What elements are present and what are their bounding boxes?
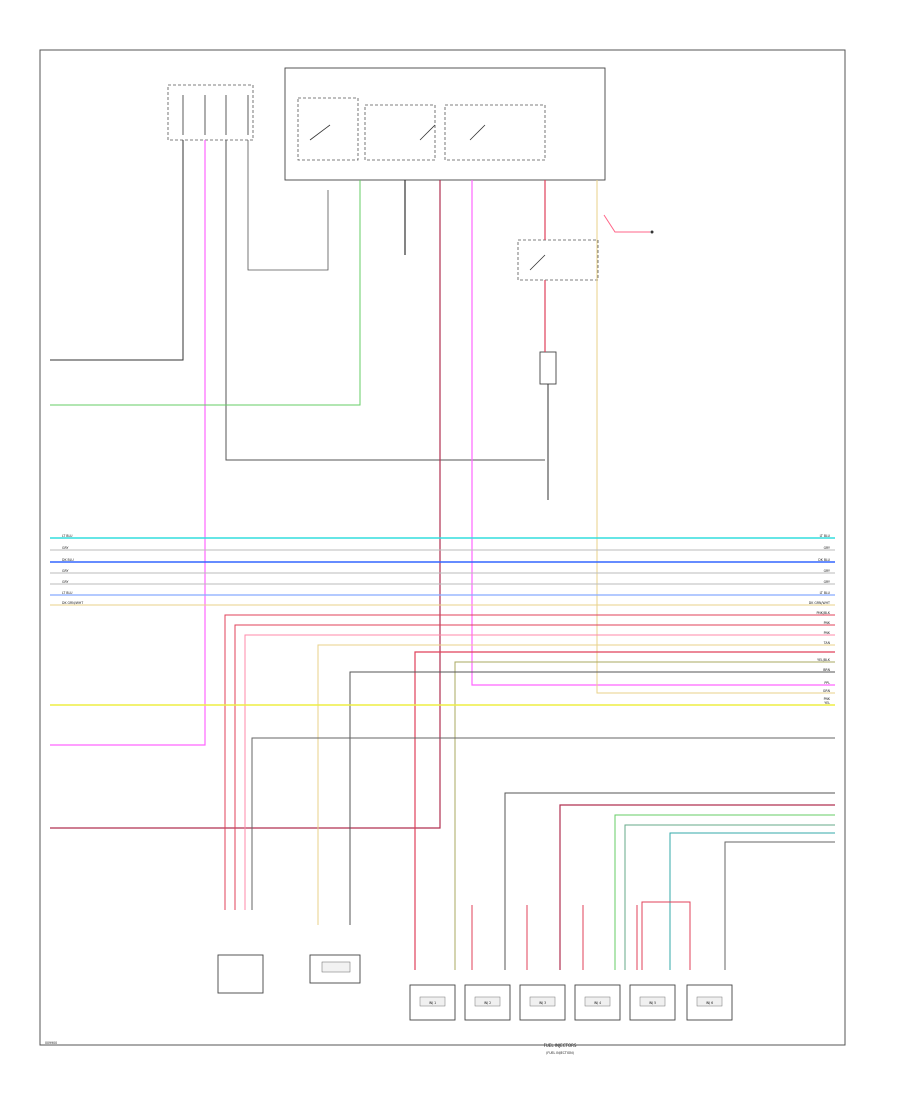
fuel-injector: INJ 1 bbox=[409, 984, 456, 1021]
fuel-injector: INJ 3 bbox=[519, 984, 566, 1021]
wire-pink-signal bbox=[603, 214, 650, 233]
wire-inj-feed-5 bbox=[669, 832, 835, 970]
wire-tan-c bbox=[317, 644, 835, 925]
injector-label: INJ 5 bbox=[649, 1001, 656, 1005]
bus-label-right: YEL/BLK bbox=[817, 658, 831, 662]
bus-label-left: GRY bbox=[62, 546, 68, 550]
bus-label-right: PNK bbox=[824, 631, 831, 635]
wire-tan-1 bbox=[596, 180, 835, 694]
wire-inj-feed-6 bbox=[724, 841, 835, 970]
bus-labels-right: LT BLU GRY DK BLU GRY GRY LT BLU DK GRN/WHT PNK… bbox=[809, 534, 831, 705]
relay-center-box bbox=[284, 67, 606, 181]
bus-label-right: LT BLU bbox=[820, 534, 831, 538]
wire-pink-1 bbox=[50, 140, 206, 746]
bus-label-right: GRY bbox=[824, 580, 830, 584]
fuel-injector-row: INJ 1 INJ 2 INJ 3 INJ 4 INJ 5 INJ 6 bbox=[409, 984, 733, 1021]
diagram-frame bbox=[39, 49, 846, 1046]
bus-label-right: BRN bbox=[823, 668, 830, 672]
wire-gray-1 bbox=[225, 140, 545, 461]
wire-red-b bbox=[234, 624, 835, 910]
injector-label: INJ 6 bbox=[706, 1001, 713, 1005]
injector-tie-wires bbox=[471, 901, 691, 970]
wire-yelblk bbox=[454, 661, 835, 970]
bus-label-right: GRY bbox=[824, 569, 830, 573]
wire-red-inj1 bbox=[414, 651, 835, 970]
injector-label: INJ 3 bbox=[539, 1001, 546, 1005]
bus-label-right: PNK bbox=[824, 697, 831, 701]
inertia-switch bbox=[539, 351, 557, 385]
wire-inj-feed-1 bbox=[504, 792, 835, 970]
diagram-id: 009900 bbox=[45, 1041, 57, 1045]
wire-gray-lower bbox=[251, 737, 835, 910]
wire-bus bbox=[50, 537, 835, 606]
injector-label: INJ 1 bbox=[429, 1001, 436, 1005]
wire-green-1 bbox=[50, 180, 361, 406]
fuel-injector: INJ 4 bbox=[574, 984, 621, 1021]
bus-label-right: YEL bbox=[824, 701, 830, 705]
top-left-component bbox=[167, 84, 254, 141]
footer-subtitle: (FUEL INJECTION) bbox=[546, 1051, 574, 1055]
wire-dkred-1 bbox=[50, 180, 441, 829]
injector-label: INJ 2 bbox=[484, 1001, 491, 1005]
bus-label-right: LT BLU bbox=[820, 591, 831, 595]
bus-label-right: DK GRN/WHT bbox=[809, 601, 830, 605]
bus-label-right: GRN bbox=[823, 689, 831, 693]
sensor-middle bbox=[309, 954, 361, 984]
wire-inj-feed-4 bbox=[624, 824, 835, 970]
bus-label-right: TAN bbox=[823, 641, 831, 645]
wire-inj-feed-3 bbox=[614, 814, 835, 970]
sensor-left bbox=[217, 954, 264, 994]
wire-brn bbox=[349, 671, 835, 925]
bus-label-left: LT BLU bbox=[62, 534, 73, 538]
bus-label-right: DK BLU bbox=[818, 558, 830, 562]
bus-label-right: PPL bbox=[824, 681, 830, 685]
wire-black-1 bbox=[50, 140, 184, 361]
wire-gray-2 bbox=[247, 140, 329, 271]
bus-label-left: DK BLU bbox=[62, 558, 74, 562]
wire-inj-feed-2 bbox=[559, 804, 835, 970]
bus-label-left: GRY bbox=[62, 580, 68, 584]
bus-label-right: PNK bbox=[824, 621, 831, 625]
bus-label-left: GRY bbox=[62, 569, 68, 573]
fuel-pump-relay bbox=[517, 239, 599, 281]
bus-label-right: PNK/BLK bbox=[816, 611, 830, 615]
fuel-injector: INJ 2 bbox=[464, 984, 511, 1021]
sensor-middle-label-box bbox=[321, 961, 351, 973]
wire-pink-2 bbox=[471, 180, 835, 686]
bus-label-left: LT BLU bbox=[62, 591, 73, 595]
wire-red-a bbox=[224, 614, 835, 910]
wire-pink-c bbox=[244, 634, 835, 910]
bus-labels-left: LT BLU GRY DK BLU GRY GRY LT BLU DK GRN/WHT bbox=[62, 534, 83, 605]
footer-title: FUEL INJECTORS bbox=[544, 1043, 577, 1048]
fuel-injector: INJ 5 bbox=[629, 984, 676, 1021]
bus-label-left: DK GRN/WHT bbox=[62, 601, 83, 605]
fuel-injector: INJ 6 bbox=[686, 984, 733, 1021]
injector-label: INJ 4 bbox=[594, 1001, 601, 1005]
bus-label-right: GRY bbox=[824, 546, 830, 550]
